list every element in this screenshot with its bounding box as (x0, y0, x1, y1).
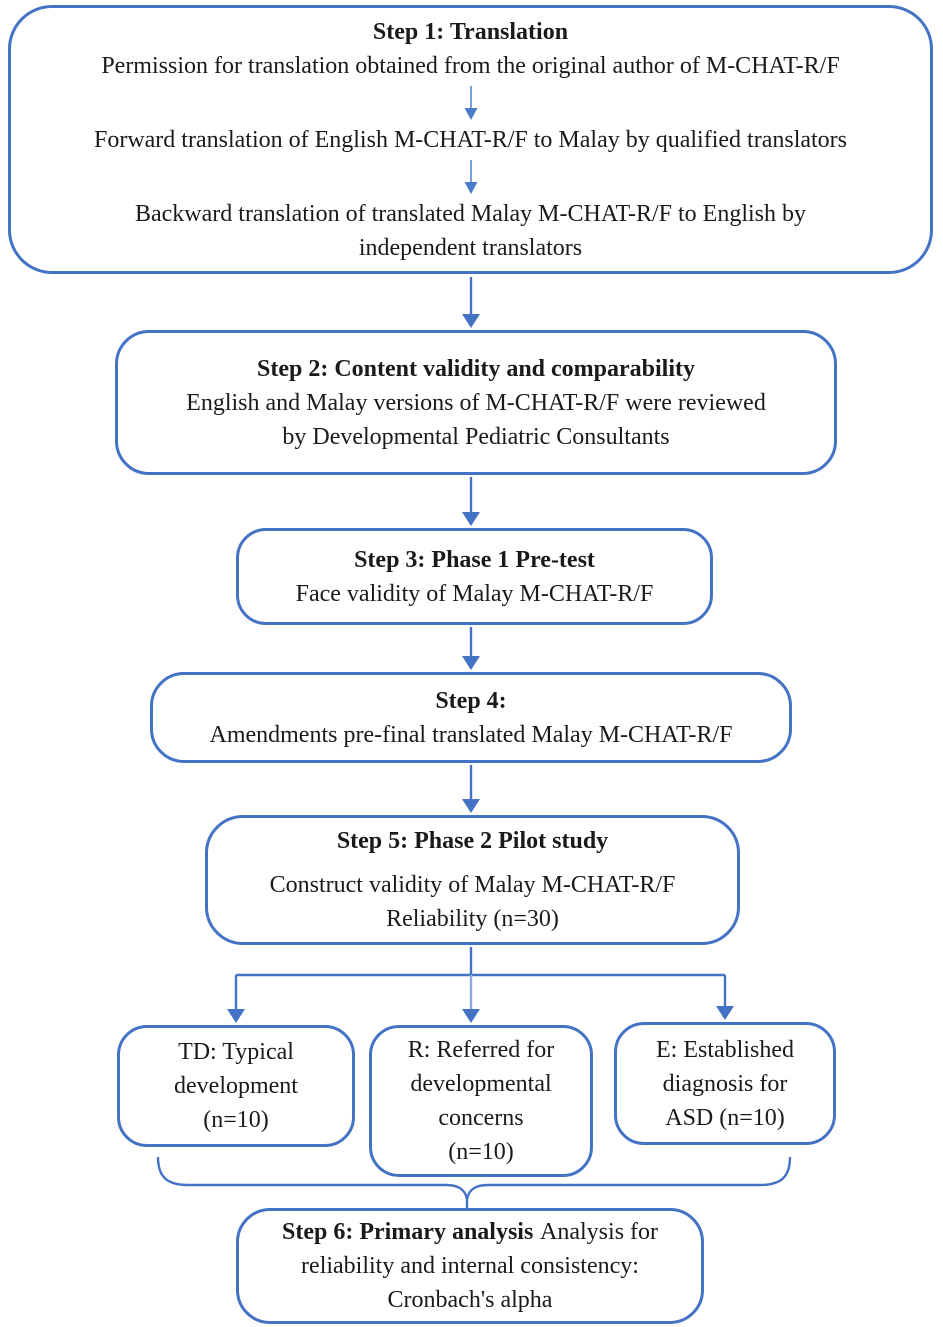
step6-title: Step 6: Primary analysis (281, 1219, 534, 1245)
step3-box: Step 3: Phase 1 Pre-test Face validity o… (236, 528, 713, 625)
group-r-line: (n=10) (448, 1139, 514, 1165)
step6-body-line: reliability and internal consistency: (301, 1253, 639, 1279)
group-r-line: concerns (438, 1105, 524, 1131)
step5-body-line: Reliability (n=30) (386, 906, 559, 932)
group-r-line: developmental (410, 1071, 552, 1097)
step1-line-backward: Backward translation of translated Malay… (134, 200, 806, 227)
step3-title: Step 3: Phase 1 Pre-test (354, 546, 595, 573)
step5-title: Step 5: Phase 2 Pilot study (336, 828, 609, 854)
group-r-line: R: Referred for (407, 1037, 555, 1063)
arrow-step4-step5 (462, 765, 480, 813)
group-td-box: TD: Typical development (n=10) (117, 1025, 355, 1147)
step4-title: Step 4: (435, 687, 507, 714)
step5-box: Step 5: Phase 2 Pilot study Construct va… (205, 815, 740, 945)
group-td-line: development (174, 1073, 298, 1099)
step4-body-line: Amendments pre-final translated Malay M-… (209, 721, 733, 748)
step2-body-line: English and Malay versions of M-CHAT-R/F… (186, 389, 766, 416)
brace (156, 1156, 792, 1208)
arrow-step1-step2 (462, 277, 480, 328)
step6-body-line: Cronbach's alpha (387, 1287, 553, 1313)
group-e-box: E: Established diagnosis for ASD (n=10) (614, 1022, 836, 1145)
step1-line-backward2: independent translators (358, 234, 583, 261)
group-td-line: (n=10) (203, 1107, 269, 1133)
group-e-line: ASD (n=10) (665, 1104, 785, 1131)
arrow-step3-step4 (462, 627, 480, 670)
down-arrow-icon (464, 159, 477, 194)
step6-body-line: Analysis for (540, 1219, 659, 1245)
step1-line-permission: Permission for translation obtained from… (101, 52, 840, 79)
group-td-line: TD: Typical (178, 1039, 294, 1065)
branch-connector (227, 947, 734, 1023)
step1-title: Step 1: Translation (372, 18, 569, 45)
down-arrow-icon (464, 85, 477, 120)
step1-line-forward: Forward translation of English M-CHAT-R/… (93, 126, 848, 153)
arrow-step2-step3 (462, 477, 480, 526)
step5-body-line: Construct validity of Malay M-CHAT-R/F (269, 872, 676, 898)
step2-body-line: by Developmental Pediatric Consultants (282, 423, 670, 450)
step2-box: Step 2: Content validity and comparabili… (115, 330, 837, 475)
step4-box: Step 4: Amendments pre-final translated … (150, 672, 792, 763)
group-r-box: R: Referred for developmental concerns (… (369, 1025, 593, 1177)
group-e-line: E: Established (656, 1036, 794, 1063)
step3-body-line: Face validity of Malay M-CHAT-R/F (295, 580, 654, 607)
step1-box: Step 1: Translation Permission for trans… (8, 5, 933, 274)
step2-title: Step 2: Content validity and comparabili… (256, 355, 696, 382)
group-e-line: diagnosis for (662, 1070, 788, 1097)
